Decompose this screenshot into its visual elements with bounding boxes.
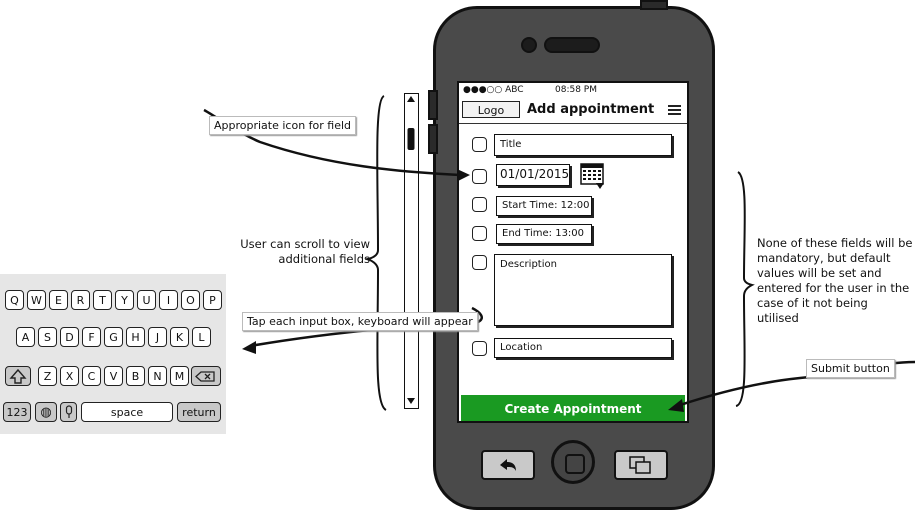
description-checkbox[interactable] (472, 255, 487, 270)
globe-key[interactable]: ◍ (35, 402, 57, 422)
back-button[interactable] (481, 450, 535, 480)
title-checkbox[interactable] (472, 137, 487, 152)
key-h[interactable]: H (126, 327, 145, 347)
fields-note-line5: case of it not being (757, 296, 868, 310)
shift-arrow-icon (9, 368, 27, 384)
key-z[interactable]: Z (38, 366, 57, 386)
key-x[interactable]: X (60, 366, 79, 386)
key-i[interactable]: I (159, 290, 178, 310)
status-time: 08:58 PM (555, 85, 597, 95)
key-k[interactable]: K (170, 327, 189, 347)
start-time-input[interactable]: Start Time: 12:00 (496, 196, 592, 216)
key-l[interactable]: L (192, 327, 211, 347)
microphone-key[interactable] (60, 402, 77, 422)
key-t[interactable]: T (93, 290, 112, 310)
location-checkbox[interactable] (472, 341, 487, 356)
date-input[interactable]: 01/01/2015 (496, 164, 570, 186)
backspace-icon (195, 371, 215, 382)
key-q[interactable]: Q (5, 290, 24, 310)
key-f[interactable]: F (82, 327, 101, 347)
key-c[interactable]: C (82, 366, 101, 386)
key-m[interactable]: M (170, 366, 189, 386)
key-j[interactable]: J (148, 327, 167, 347)
key-v[interactable]: V (104, 366, 123, 386)
microphone-icon (65, 405, 72, 418)
key-s[interactable]: S (38, 327, 57, 347)
return-key[interactable]: return (177, 402, 221, 422)
multitask-button[interactable] (614, 450, 668, 480)
windows-icon (629, 456, 651, 474)
home-square-icon (565, 454, 585, 474)
start-time-checkbox[interactable] (472, 197, 487, 212)
key-b[interactable]: B (126, 366, 145, 386)
key-d[interactable]: D (60, 327, 79, 347)
calendar-icon[interactable] (580, 163, 606, 191)
date-value: 01/01/2015 (500, 167, 570, 181)
speaker (544, 37, 600, 53)
camera (521, 37, 537, 53)
location-input[interactable]: Location (494, 338, 672, 358)
nav-bar: Logo Add appointment (459, 99, 687, 124)
fields-note-line3: values will be set and (757, 266, 882, 280)
location-placeholder: Location (500, 342, 543, 353)
fields-note: None of these fields will be mandatory, … (757, 236, 916, 326)
status-bar: ●●●○○ ABC 08:58 PM (459, 83, 687, 99)
create-appointment-label: Create Appointment (504, 402, 642, 416)
description-textarea[interactable]: Description (494, 254, 672, 326)
scrollbar-graphic (407, 96, 415, 404)
fields-note-line1: None of these fields will be (757, 236, 913, 250)
phone-volume-button (428, 90, 438, 120)
phone-screen: ●●●○○ ABC 08:58 PM Logo Add appointment … (457, 81, 689, 423)
home-button[interactable] (551, 440, 595, 484)
title-placeholder: Title (500, 139, 522, 150)
numbers-key[interactable]: 123 (3, 402, 31, 422)
space-key-label: space (110, 406, 144, 419)
logo-button[interactable]: Logo (462, 101, 520, 118)
phone-power-button (640, 0, 668, 10)
end-time-value: End Time: 13:00 (502, 228, 585, 239)
key-y[interactable]: Y (115, 290, 134, 310)
key-u[interactable]: U (137, 290, 156, 310)
submit-callout: Submit button (806, 359, 895, 378)
fields-note-line2: mandatory, but default (757, 251, 891, 265)
create-appointment-button[interactable]: Create Appointment (461, 395, 685, 421)
end-time-checkbox[interactable] (472, 226, 487, 241)
carrier-label: ●●●○○ ABC (463, 85, 524, 95)
key-w[interactable]: W (27, 290, 46, 310)
shift-key[interactable] (5, 366, 31, 386)
keyboard-callout: Tap each input box, keyboard will appear (242, 312, 478, 331)
key-p[interactable]: P (203, 290, 222, 310)
phone-volume-button (428, 124, 438, 154)
start-time-value: Start Time: 12:00 (502, 200, 590, 211)
scroll-note-line2: additional fields (278, 252, 370, 266)
key-a[interactable]: A (16, 327, 35, 347)
key-e[interactable]: E (49, 290, 68, 310)
fields-note-line4: entered for the user in the (757, 281, 910, 295)
page-title: Add appointment (527, 102, 655, 117)
key-g[interactable]: G (104, 327, 123, 347)
backspace-key[interactable] (191, 366, 221, 386)
key-n[interactable]: N (148, 366, 167, 386)
menu-icon[interactable] (668, 105, 681, 116)
back-arrow-icon (500, 459, 516, 471)
fields-note-line6: utilised (757, 311, 799, 325)
title-input[interactable]: Title (494, 134, 672, 156)
icon-field-callout: Appropriate icon for field (209, 116, 357, 135)
logo-label: Logo (477, 104, 505, 117)
key-r[interactable]: R (71, 290, 90, 310)
space-key[interactable]: space (81, 402, 173, 422)
numbers-key-label: 123 (6, 406, 28, 419)
return-key-label: return (182, 406, 216, 419)
scroll-note: User can scroll to view additional field… (218, 237, 370, 267)
key-o[interactable]: O (181, 290, 200, 310)
end-time-input[interactable]: End Time: 13:00 (496, 224, 592, 244)
description-placeholder: Description (500, 259, 557, 270)
date-checkbox[interactable] (472, 169, 487, 184)
scroll-note-line1: User can scroll to view (240, 237, 370, 251)
globe-icon: ◍ (40, 405, 52, 420)
